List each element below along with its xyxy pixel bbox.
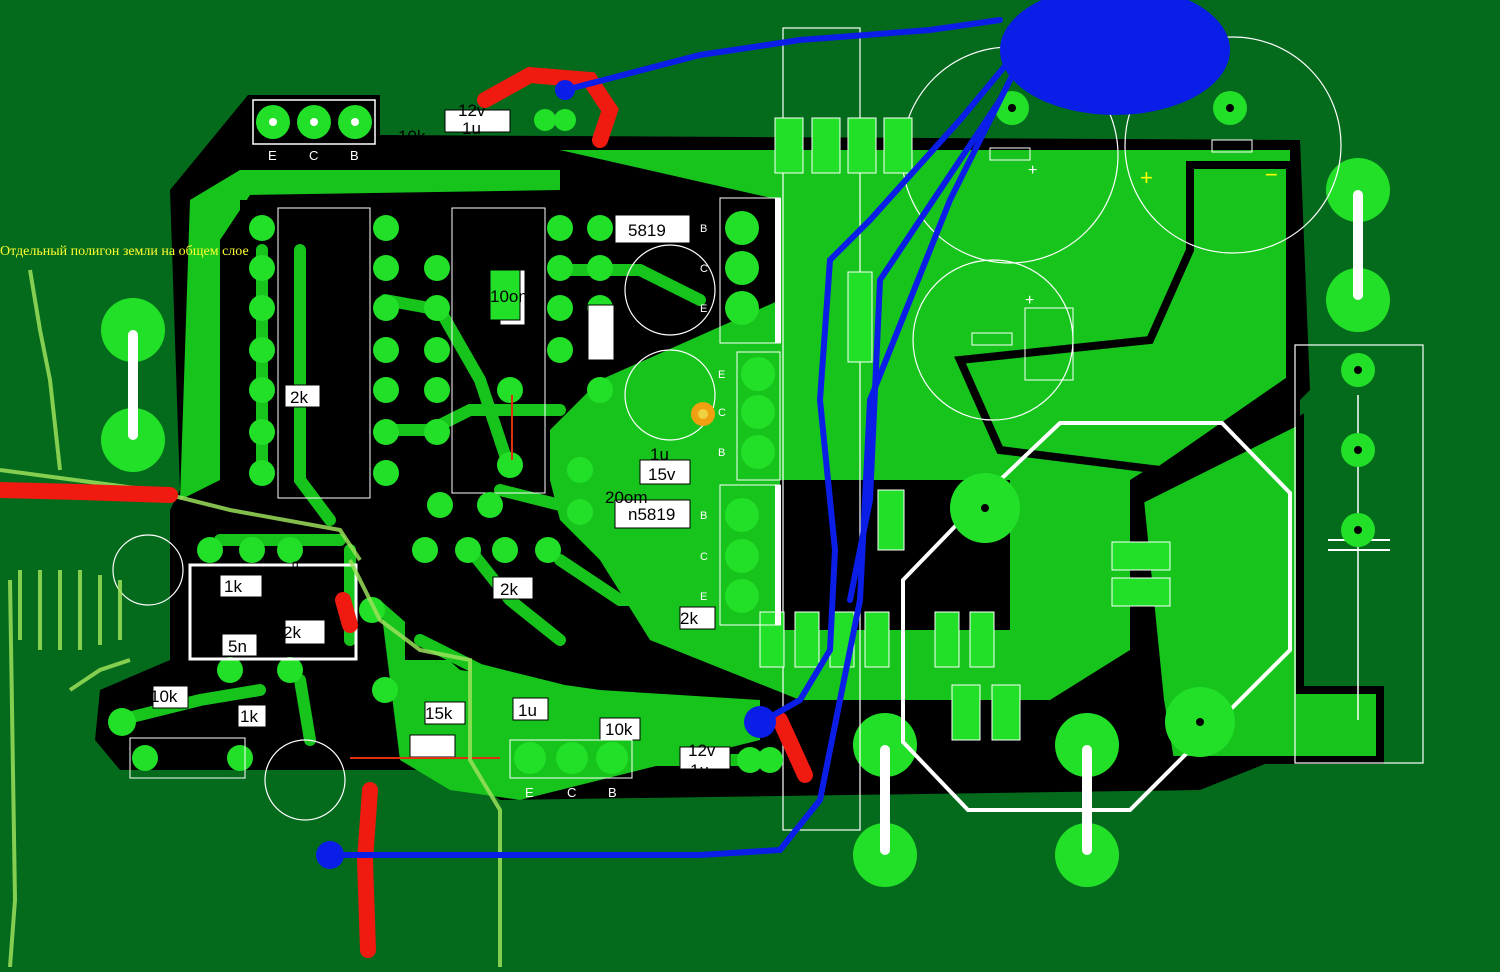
blue-wire-overlay bbox=[327, 17, 1023, 858]
blue-blob bbox=[1000, 0, 1230, 115]
label-z12v-top: 12v bbox=[458, 101, 486, 120]
copper-pour-right-bottom bbox=[1135, 413, 1384, 764]
inductor-outline bbox=[901, 421, 1292, 812]
pin-c-small: c bbox=[543, 634, 549, 648]
label-c1u-bot2: 1u bbox=[690, 761, 709, 780]
label-r2k-box: 2k bbox=[283, 623, 301, 642]
copper-pour-bottom bbox=[380, 600, 760, 800]
cap-plus-1: + bbox=[1028, 162, 1037, 179]
sketch-overlay bbox=[0, 269, 502, 968]
label-r1k: 1k bbox=[224, 577, 242, 596]
transistor-top-e: E bbox=[268, 148, 277, 163]
transformer-outline bbox=[1294, 344, 1424, 764]
to220-blocks bbox=[719, 197, 781, 626]
label-r20om: 20om bbox=[605, 488, 648, 507]
q2-b: B bbox=[718, 447, 725, 459]
label-r10k-bot: 10k bbox=[605, 720, 633, 739]
cap-plus-3: + bbox=[1025, 292, 1034, 309]
transistor-bot-b: B bbox=[608, 785, 617, 800]
ic-pads bbox=[108, 109, 783, 774]
copper-pour-left bbox=[180, 170, 560, 500]
highlight-box bbox=[188, 563, 358, 661]
heatsink-pads bbox=[759, 117, 1171, 741]
label-r1k-bl: 1k bbox=[240, 707, 258, 726]
pin-g: g bbox=[292, 557, 299, 571]
transistor-bot-c: C bbox=[567, 785, 576, 800]
ic-mid-outline bbox=[451, 207, 546, 494]
label-r2k-left: 2k bbox=[290, 388, 308, 407]
label-d5819-top: 5819 bbox=[628, 221, 666, 240]
red-wire-overlay bbox=[0, 66, 813, 958]
q2-e: E bbox=[718, 369, 725, 381]
pin-d: d bbox=[292, 586, 299, 600]
label-r2k-mid: 2k bbox=[500, 580, 518, 599]
label-c5n: 5n bbox=[228, 637, 247, 656]
label-r10k-top: 10k bbox=[398, 127, 426, 146]
label-r10k-bl: 10k bbox=[150, 687, 178, 706]
label-z15v: 15v bbox=[648, 465, 676, 484]
transistor-bot-e: E bbox=[525, 785, 534, 800]
heatsink-outline bbox=[782, 27, 861, 831]
q1-c: C bbox=[700, 263, 708, 275]
label-r2k-right: 2k bbox=[680, 609, 698, 628]
transistor-top-c: C bbox=[309, 148, 318, 163]
label-r15k: 15k bbox=[425, 704, 453, 723]
q1-b: B bbox=[700, 223, 707, 235]
pin-p: p bbox=[584, 614, 591, 628]
label-c1u-bot: 1u bbox=[518, 701, 537, 720]
q1-e: E bbox=[700, 303, 707, 315]
label-d5819-mid: n5819 bbox=[628, 505, 675, 524]
q2-c: C bbox=[718, 407, 726, 419]
cap-minus-2: − bbox=[1265, 162, 1278, 187]
annotation-text: Отдельный полигон земли на общем слое bbox=[0, 244, 249, 259]
label-z12v-bot: 12v bbox=[688, 741, 716, 760]
smd-parts bbox=[152, 109, 731, 770]
label-c1u-mid: 1u bbox=[650, 445, 669, 464]
q3-c: C bbox=[700, 551, 708, 563]
cap-plus-2: + bbox=[1140, 165, 1153, 190]
transistor-top-b: B bbox=[350, 148, 359, 163]
ic-left-outline bbox=[277, 207, 371, 499]
q3-e: E bbox=[700, 591, 707, 603]
pin-g2: g bbox=[584, 646, 591, 660]
mounting-slots bbox=[101, 158, 1390, 887]
component-labels: 10k 12v 1u 5819 10om 2k 1u 15v 20om n581… bbox=[150, 101, 716, 780]
transistor-top-pads bbox=[252, 99, 376, 145]
label-r10om: 10om bbox=[490, 287, 533, 306]
q3-b: B bbox=[700, 510, 707, 522]
label-c1u-top: 1u bbox=[462, 119, 481, 138]
